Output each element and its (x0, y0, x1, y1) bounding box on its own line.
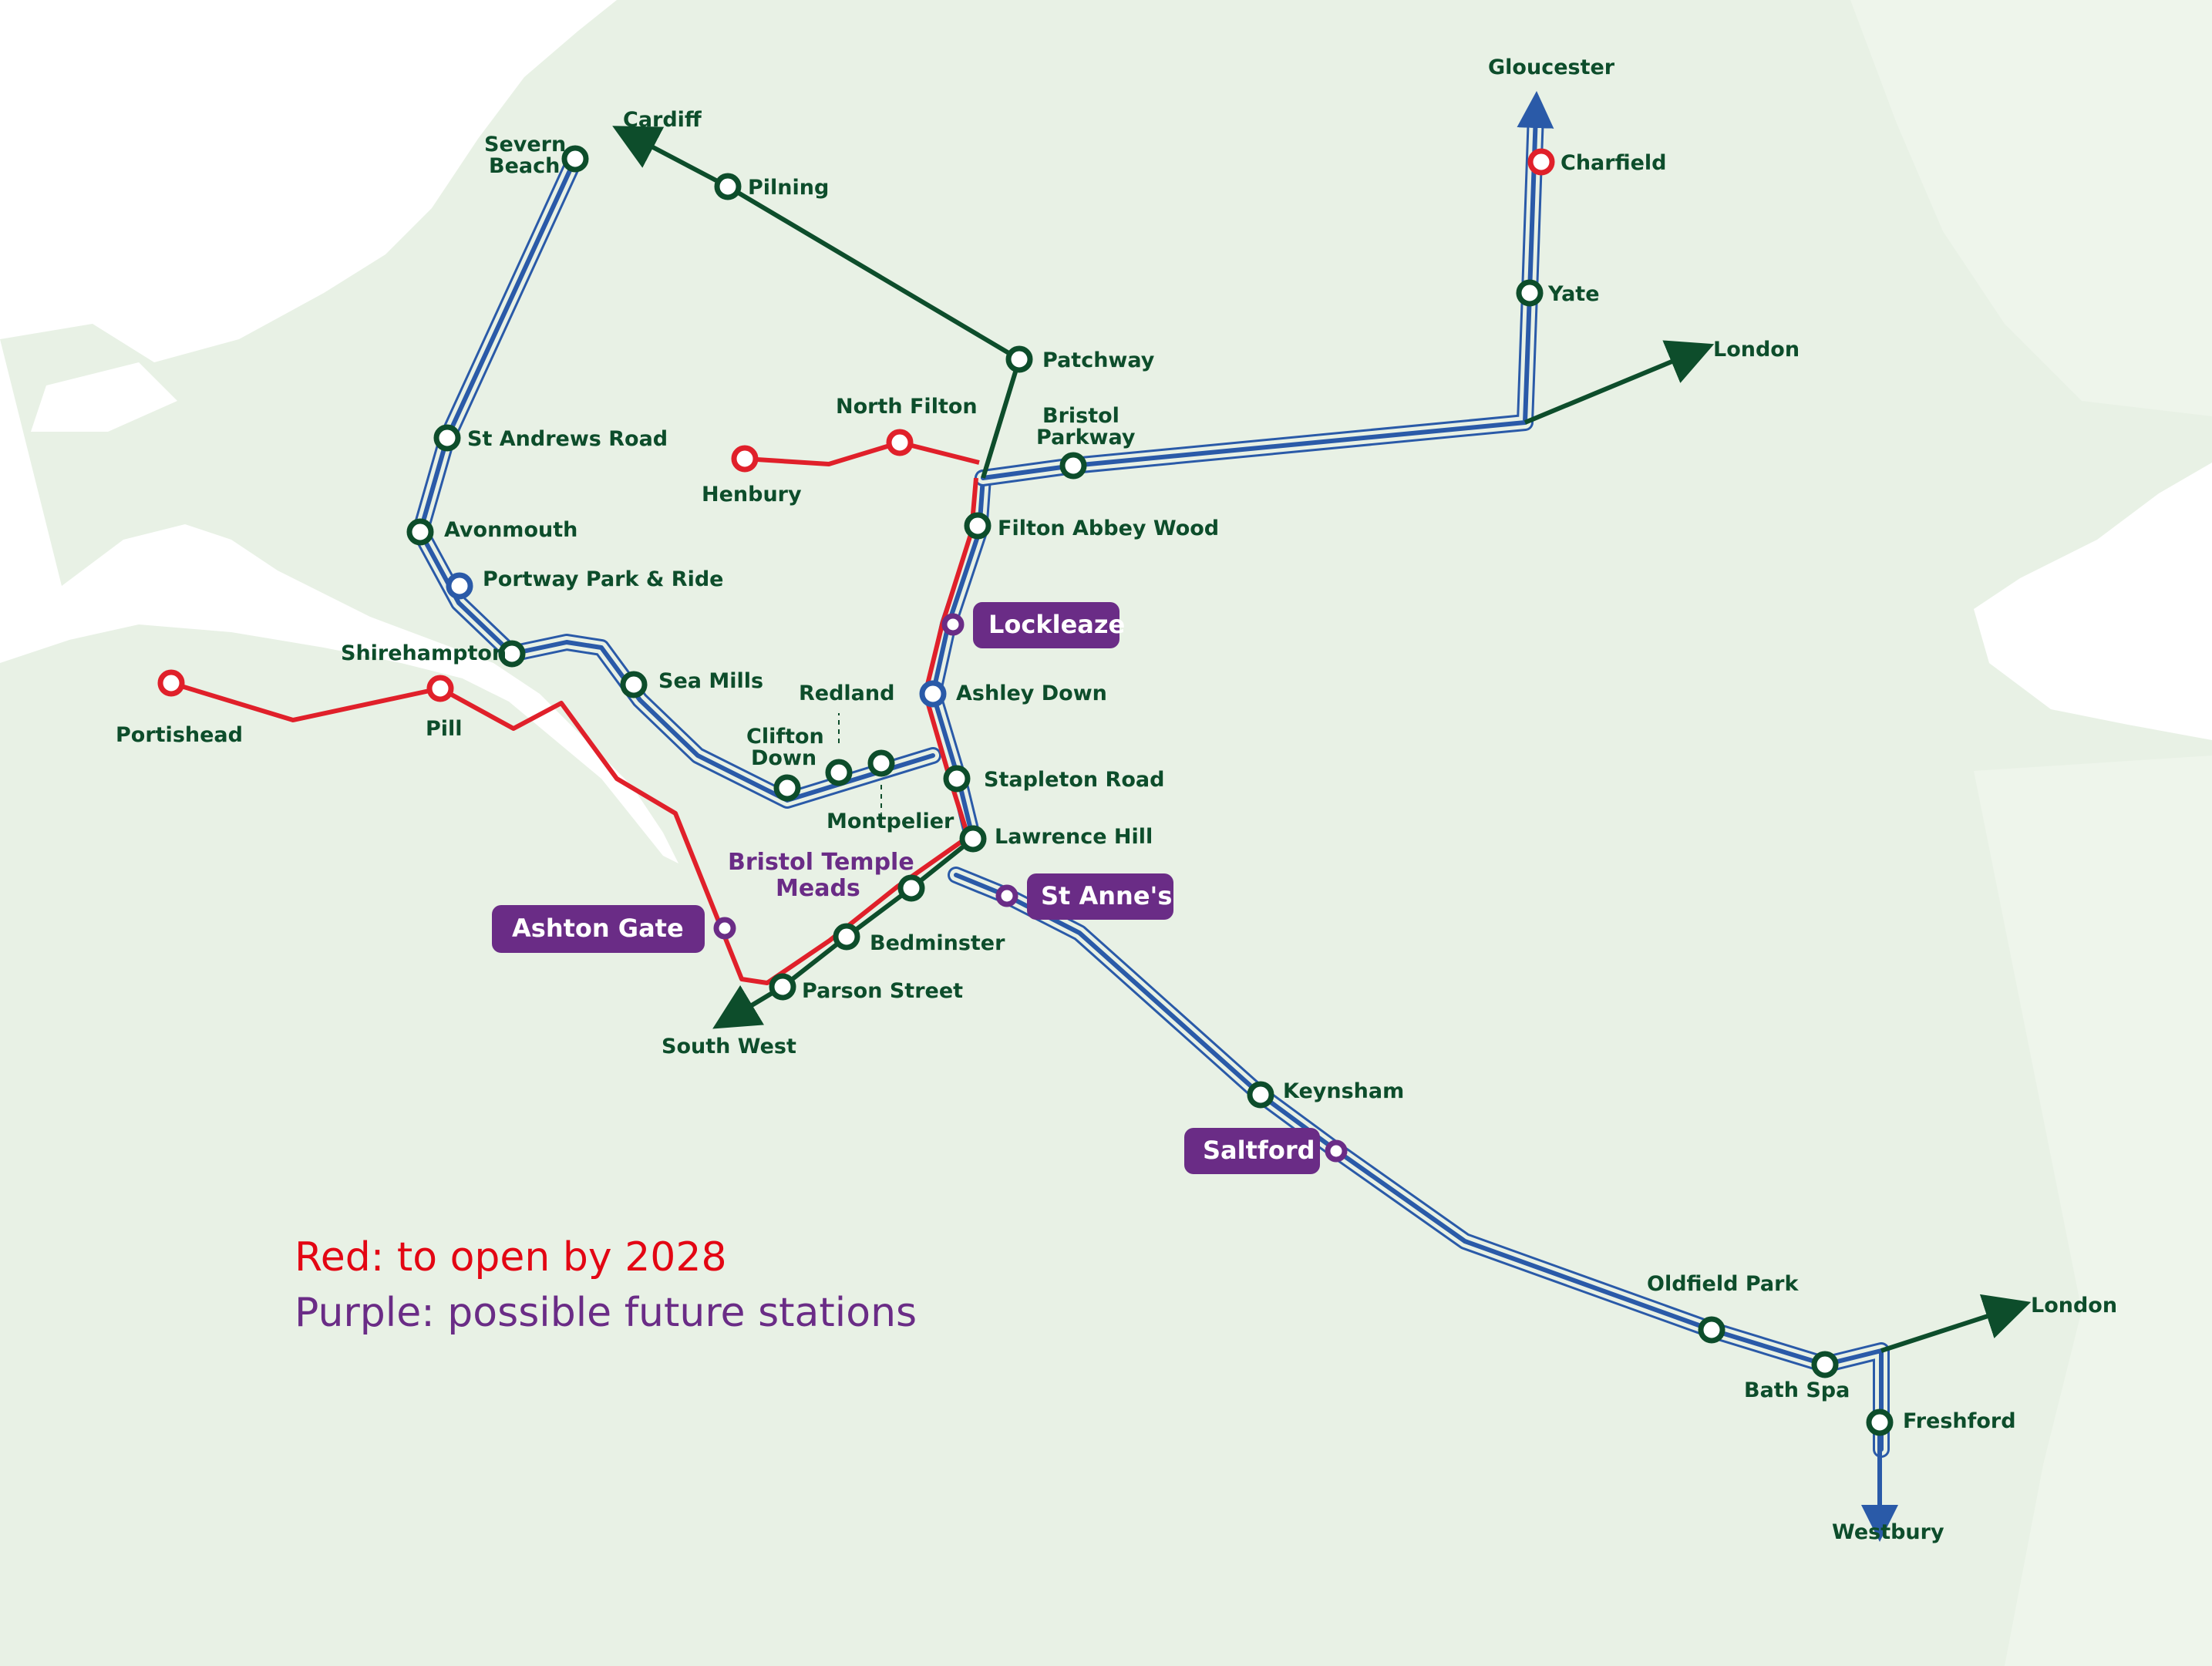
future-station-pills: Lockleaze St Anne's Ashton Gate Saltford (492, 602, 1320, 1174)
lockleaze-label: Lockleaze (988, 610, 1125, 639)
station-st-andrews-road[interactable] (433, 424, 461, 452)
pill-label: Pill (426, 717, 463, 741)
cardiff-label: Cardiff (623, 108, 702, 132)
london-north-green-line (1523, 340, 1715, 425)
station-temple-meads[interactable] (897, 874, 925, 902)
station-pilning[interactable] (714, 173, 742, 200)
henbury-red-line (744, 440, 980, 466)
freshford-label: Freshford (1903, 1409, 2016, 1433)
station-avonmouth[interactable] (406, 518, 434, 546)
station-portway[interactable] (446, 572, 473, 600)
lockleaze-pill[interactable] (973, 602, 1119, 648)
station-henbury[interactable] (731, 445, 759, 473)
bristol-parkway-label-2: Parkway (1036, 426, 1136, 449)
station-severn-beach[interactable] (561, 145, 589, 173)
st-annes-pill[interactable] (1027, 873, 1173, 920)
filton-abbey-wood-label: Filton Abbey Wood (998, 517, 1219, 540)
ashley-down-label: Ashley Down (956, 682, 1107, 705)
ashton-gate-label: Ashton Gate (512, 914, 684, 943)
henbury-label: Henbury (702, 483, 802, 507)
station-pill[interactable] (426, 675, 454, 702)
redland-label: Redland (799, 682, 894, 705)
portishead-label: Portishead (116, 723, 243, 747)
legend-red-text: Red: to open by 2028 (295, 1234, 727, 1281)
station-st-annes[interactable] (995, 884, 1018, 907)
station-lockleaze[interactable] (941, 613, 965, 636)
station-stapleton-road[interactable] (943, 765, 971, 793)
station-labels: Gloucester Cardiff Severn Beach Pilning … (116, 56, 2117, 1544)
station-redland[interactable] (825, 759, 853, 786)
bath-spa-label: Bath Spa (1744, 1378, 1850, 1402)
bristol-parkway-label-1: Bristol (1042, 404, 1119, 428)
bedminster-label: Bedminster (870, 931, 1005, 955)
oldfield-park-label: Oldfield Park (1647, 1272, 1799, 1296)
yate-label: Yate (1547, 282, 1600, 306)
london-east-green-line (1880, 1294, 2032, 1353)
station-bedminster[interactable] (833, 923, 860, 951)
st-andrews-road-label: St Andrews Road (467, 427, 668, 451)
keynsham-label: Keynsham (1283, 1079, 1404, 1103)
patchway-green-line (981, 358, 1022, 479)
legend: Red: to open by 2028 Purple: possible fu… (295, 1234, 917, 1336)
station-yate[interactable] (1516, 279, 1544, 307)
station-shirehampton[interactable] (498, 640, 526, 668)
portway-label: Portway Park & Ride (483, 567, 723, 591)
temple-meads-label-1: Bristol Temple (728, 849, 914, 876)
station-sea-mills[interactable] (620, 671, 648, 698)
london-north-label: London (1713, 338, 1800, 362)
st-annes-label: St Anne's (1041, 881, 1172, 910)
lawrence-hill-label: Lawrence Hill (995, 825, 1153, 849)
shirehampton-label: Shirehampton (341, 641, 507, 665)
station-filton-abbey-wood[interactable] (964, 512, 992, 540)
station-parson-street[interactable] (769, 973, 796, 1001)
saltford-label: Saltford (1203, 1136, 1315, 1165)
patchway-label: Patchway (1042, 348, 1155, 372)
station-patchway[interactable] (1005, 345, 1033, 373)
terrain-patches (1850, 0, 2212, 1666)
station-freshford[interactable] (1866, 1409, 1894, 1436)
westbury-label: Westbury (1832, 1520, 1944, 1544)
clifton-down-label-1: Clifton (746, 725, 824, 749)
north-filton-label: North Filton (836, 395, 978, 419)
temple-meads-label-2: Meads (776, 875, 860, 902)
station-lawrence-hill[interactable] (959, 825, 987, 853)
stations (157, 145, 1894, 1436)
south-west-label: South West (662, 1035, 796, 1058)
severn-beach-label-2: Beach (489, 154, 560, 178)
station-keynsham[interactable] (1247, 1081, 1274, 1109)
station-charfield[interactable] (1527, 148, 1555, 176)
sea-mills-label: Sea Mills (658, 669, 763, 693)
station-ashton-gate[interactable] (713, 917, 736, 940)
station-ashley-down[interactable] (919, 680, 947, 708)
water-areas (0, 0, 2212, 863)
saltford-pill[interactable] (1184, 1128, 1320, 1174)
gloucester-label: Gloucester (1488, 56, 1615, 79)
stapleton-road-label: Stapleton Road (984, 768, 1164, 792)
pilning-label: Pilning (748, 176, 829, 200)
severn-beach-label-1: Severn (484, 133, 566, 157)
london-east-label: London (2031, 1294, 2117, 1318)
avonmouth-label: Avonmouth (444, 518, 577, 542)
clifton-down-label-2: Down (751, 746, 816, 770)
station-montpelier[interactable] (867, 749, 895, 777)
station-clifton-down[interactable] (773, 774, 801, 802)
ashton-gate-pill[interactable] (492, 905, 705, 953)
severn-beach-blue-line (412, 150, 941, 809)
station-north-filton[interactable] (886, 429, 914, 456)
montpelier-label: Montpelier (827, 809, 954, 833)
station-saltford[interactable] (1325, 1139, 1348, 1163)
legend-purple-text: Purple: possible future stations (295, 1290, 917, 1336)
station-portishead[interactable] (157, 669, 185, 697)
parson-street-label: Parson Street (802, 979, 963, 1003)
charfield-label: Charfield (1561, 151, 1666, 175)
station-bristol-parkway[interactable] (1059, 452, 1087, 480)
station-oldfield-park[interactable] (1698, 1316, 1725, 1344)
station-bath-spa[interactable] (1811, 1351, 1839, 1378)
